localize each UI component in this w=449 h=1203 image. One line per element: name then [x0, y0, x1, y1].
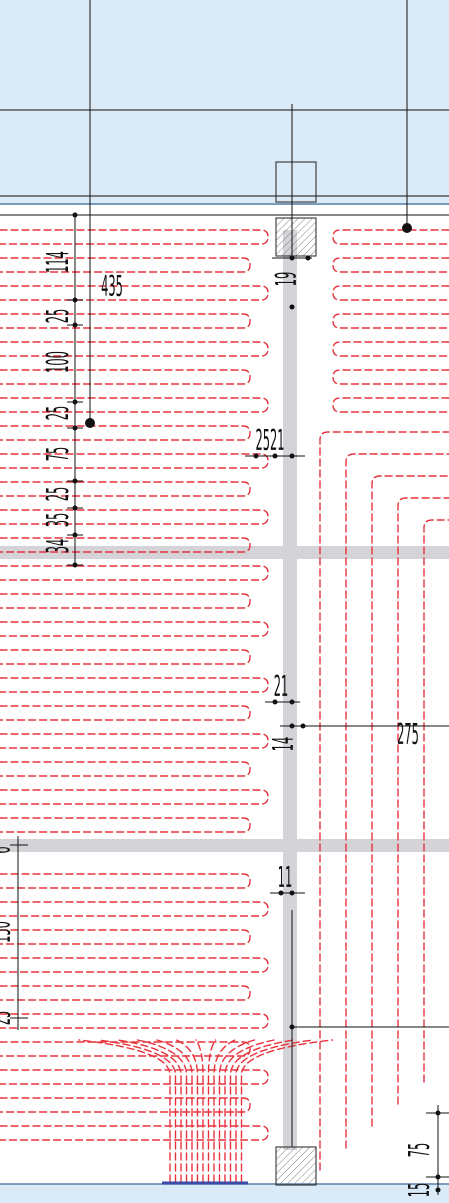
dimension-dot	[72, 322, 78, 328]
right-top-serpentine	[332, 229, 449, 413]
dim-center-mid: 21	[274, 671, 289, 704]
bottom-wall-band	[0, 1184, 449, 1203]
right-bottom-dots	[435, 1110, 441, 1193]
dim-center-upper: 19	[271, 272, 304, 287]
reference-lines	[0, 0, 449, 423]
lower-column-hatched	[275, 1146, 317, 1186]
dimension-dot	[72, 297, 78, 303]
dimension-dot	[72, 425, 78, 431]
dim-left-6: 25	[42, 487, 76, 501]
dimension-dot	[72, 562, 78, 568]
feed-fan	[78, 1039, 334, 1183]
dim-left-total: 435	[101, 271, 123, 304]
dim-left-4: 25	[42, 406, 76, 420]
dim-right-run: 275	[397, 719, 419, 752]
dim-center-pair: 2521	[256, 425, 285, 458]
dim-left-2: 25	[42, 309, 76, 323]
dim-left-lower-1: 6	[0, 846, 18, 853]
right-nested-loops	[319, 431, 449, 1171]
upper-column-outline	[275, 161, 317, 203]
heating-loops-left	[0, 229, 269, 1141]
left-lower-dimension-chain	[10, 836, 28, 1030]
support-beams	[0, 230, 449, 1150]
dim-right-bottom-2: 15	[404, 1183, 437, 1198]
dim-left-8: 34	[42, 539, 76, 553]
center-dimension-dots	[253, 255, 311, 1030]
reference-node-left	[85, 418, 95, 428]
heating-feed-lines	[78, 1039, 334, 1183]
left-dimension-ticks	[67, 212, 83, 568]
dim-left-5: 75	[42, 447, 76, 461]
left-serpentine	[0, 229, 269, 1141]
dim-left-1: 114	[42, 251, 76, 273]
upper-column-hatched	[275, 217, 317, 257]
horizontal-beam-lower	[0, 839, 449, 852]
dimension-dot	[72, 532, 78, 538]
dimension-dot	[72, 212, 78, 218]
dimension-dot	[72, 399, 78, 405]
top-wall-band	[0, 0, 449, 205]
dimension-dot	[72, 505, 78, 511]
dim-left-lower-2: 150	[0, 921, 18, 943]
dim-center-bottom: 11	[278, 862, 293, 895]
dimension-dot	[72, 478, 78, 484]
dim-left-3: 100	[42, 351, 76, 373]
dim-left-lower-3: 25	[0, 1011, 18, 1026]
dim-center-lower: 14	[268, 737, 301, 752]
heating-loops-right	[319, 229, 449, 1171]
horizontal-beam-upper	[0, 546, 449, 559]
vertical-beam	[283, 230, 297, 1150]
reference-node-right	[402, 223, 412, 233]
dim-left-7: 35	[42, 513, 76, 527]
dim-right-bottom-1: 75	[404, 1143, 437, 1158]
